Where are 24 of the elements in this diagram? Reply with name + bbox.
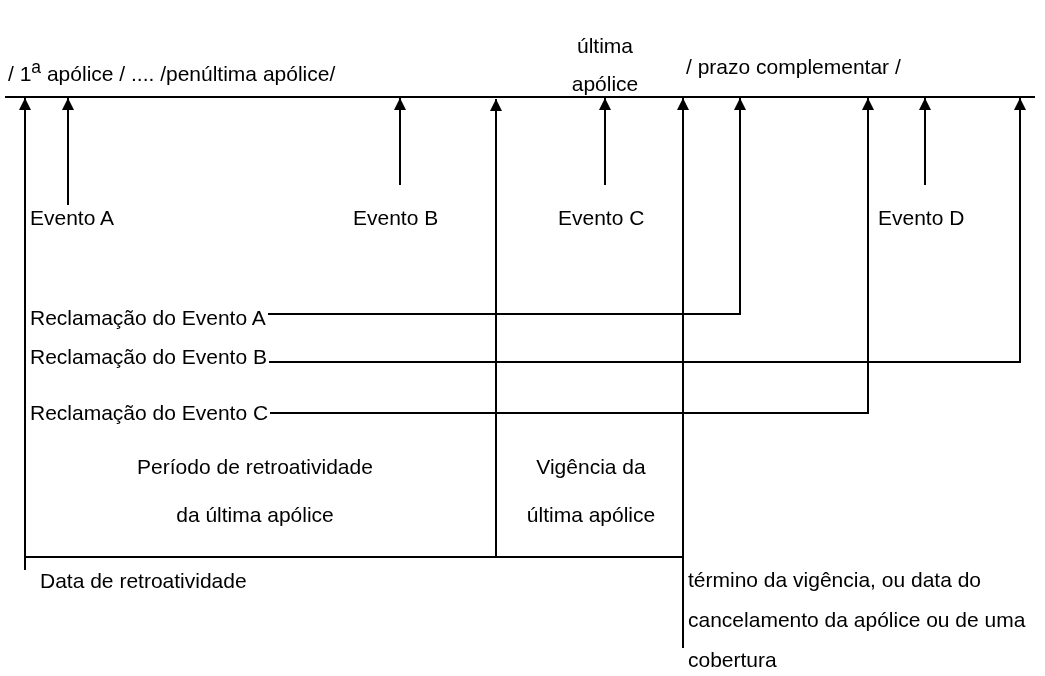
arrow — [62, 97, 74, 206]
timeline-label: término da vigência, ou data do cancelamento da apólice ou de uma cobertura — [688, 560, 1028, 676]
timeline-axis — [4, 96, 1036, 98]
policy-period-label: / 1$^{a}$ apólice / .... /penúltima apólice/ — [8, 56, 336, 86]
timeline-label: Reclamação do Evento A — [30, 306, 266, 330]
policy-period-label: última apólice — [570, 33, 640, 97]
timeline-label: Evento D — [878, 206, 965, 230]
arrow — [267, 97, 746, 315]
arrow — [919, 97, 931, 186]
timeline-label: Vigência da última apólice — [522, 443, 660, 539]
timeline-label: Período de retroatividade da última apólice — [125, 443, 385, 539]
policy-period-label: / prazo complementar / — [686, 55, 901, 79]
timeline-label: Reclamação do Evento B — [30, 345, 267, 369]
timeline-label: Reclamação do Evento C — [30, 401, 269, 425]
arrow — [677, 97, 689, 649]
timeline-label: Evento B — [353, 206, 439, 230]
timeline-label: Evento C — [558, 206, 645, 230]
arrow — [599, 97, 611, 186]
arrow — [268, 97, 1026, 363]
arrow — [269, 97, 874, 414]
arrow — [19, 97, 31, 571]
arrow — [394, 97, 406, 186]
timeline-label: Data de retroatividade — [40, 569, 247, 593]
timeline-label: Evento A — [30, 206, 115, 230]
